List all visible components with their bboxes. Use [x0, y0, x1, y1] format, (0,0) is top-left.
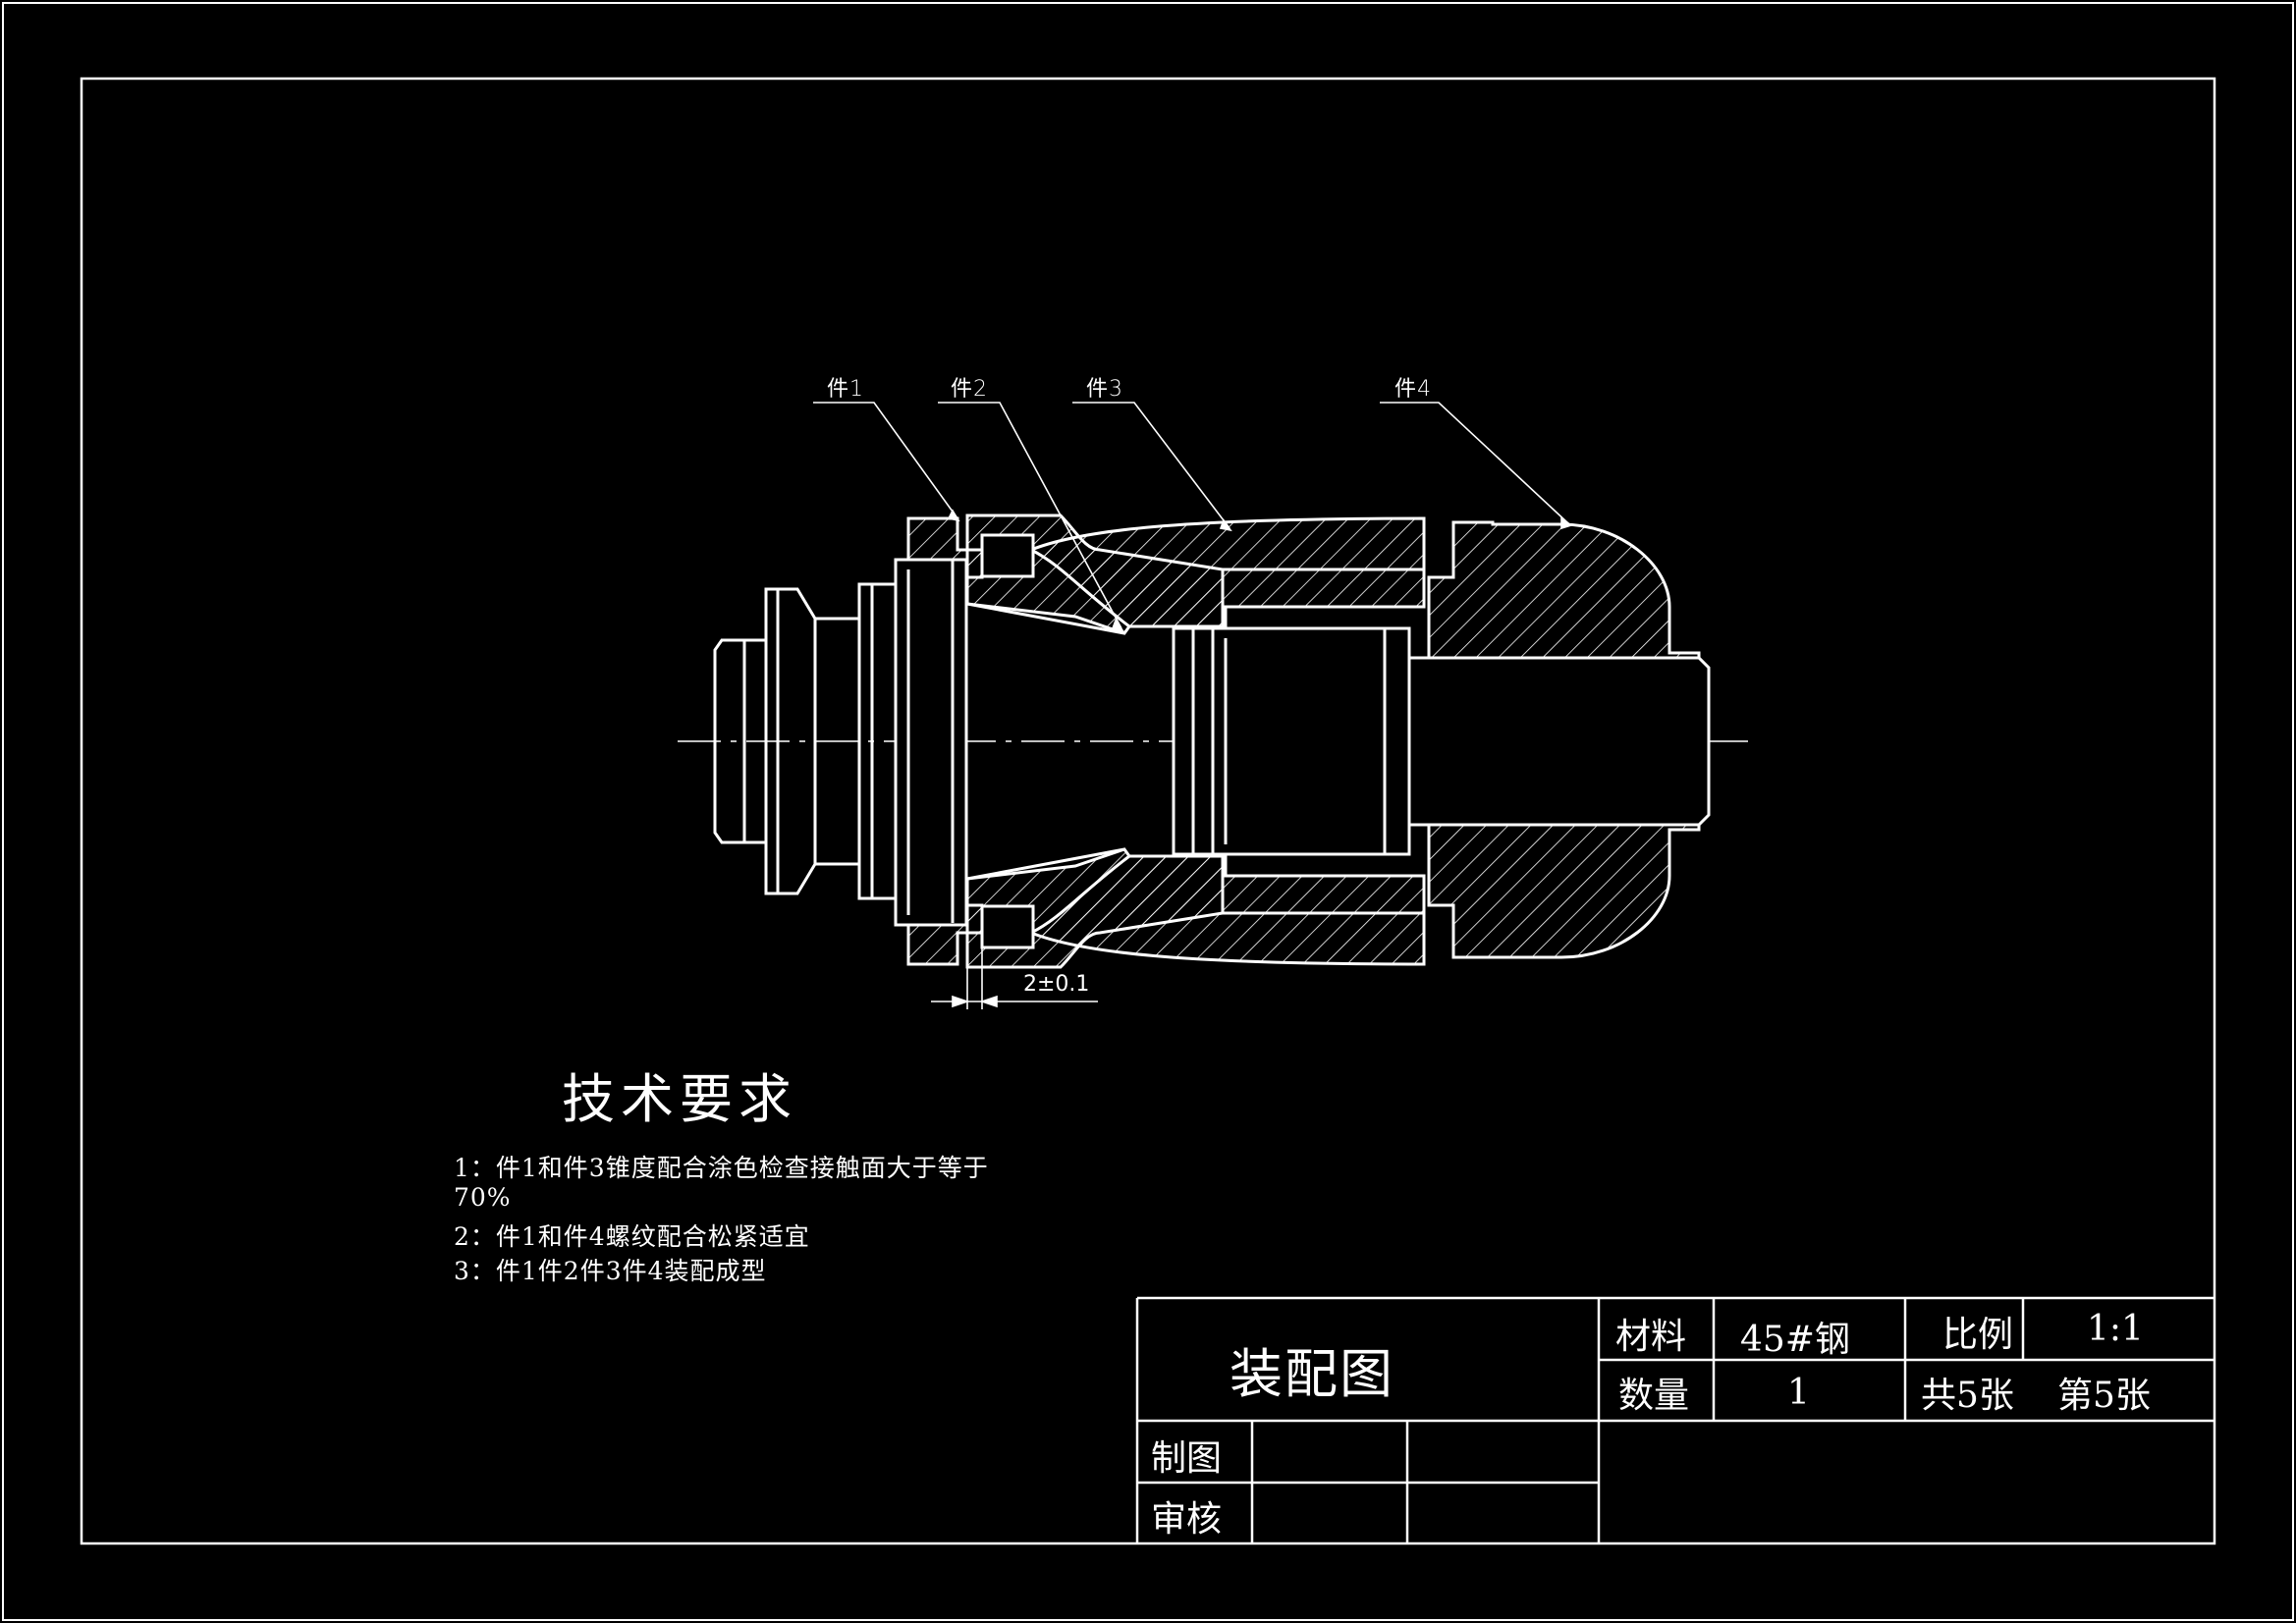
scale-value: 1:1 — [2087, 1309, 2144, 1349]
leader-lines — [813, 402, 1573, 632]
part-label-2: 件2 — [951, 377, 988, 402]
part-2-groove-bottom — [980, 904, 1035, 949]
drawing-title: 装配图 — [1230, 1343, 1394, 1405]
requirement-line-1: 1：件1和件3锥度配合涂色检查接触面大于等于 — [454, 1154, 989, 1182]
material-label: 材料 — [1615, 1317, 1687, 1357]
drawing-frame — [80, 77, 2216, 1545]
left-shaft — [713, 582, 898, 900]
part-1-ring — [894, 558, 968, 927]
scale-label: 比例 — [1942, 1315, 2014, 1355]
dimension-tolerance: ±0.1 — [1037, 972, 1090, 997]
part-2-groove-top — [980, 533, 1035, 578]
sheet-number: 第5张 — [2057, 1376, 2151, 1416]
part-4-upper-section — [1427, 520, 1701, 660]
dimension-gap — [931, 947, 1098, 1009]
requirement-line-4: 3：件1件2件3件4装配成型 — [454, 1257, 767, 1285]
quantity-label: 数量 — [1618, 1376, 1690, 1416]
part-4-shaft — [1402, 656, 1711, 827]
taper-bore — [966, 602, 1411, 881]
requirement-line-2: 70% — [454, 1183, 512, 1212]
dimension-value: 2 — [1023, 972, 1037, 997]
requirements-title: 技术要求 — [562, 1068, 797, 1130]
total-sheets: 共5张 — [1921, 1376, 2014, 1416]
requirement-line-3: 2：件1和件4螺纹配合松紧适宜 — [454, 1222, 810, 1251]
drawn-by-label: 制图 — [1151, 1438, 1223, 1479]
part-label-4: 件4 — [1394, 377, 1432, 402]
part-4-nut — [1402, 520, 1711, 959]
material-value: 45#钢 — [1740, 1320, 1850, 1360]
part-label-1: 件1 — [827, 377, 864, 402]
checked-by-label: 审核 — [1151, 1499, 1223, 1540]
title-block-lines — [1135, 1296, 2214, 1543]
part-label-3: 件3 — [1086, 377, 1123, 402]
part-4-lower-section — [1427, 823, 1701, 959]
part-2-collet — [965, 514, 1225, 969]
quantity-value: 1 — [1787, 1373, 1810, 1413]
part-1-flange — [894, 516, 984, 966]
dimension-label: 2±0.1 — [1023, 972, 1089, 997]
